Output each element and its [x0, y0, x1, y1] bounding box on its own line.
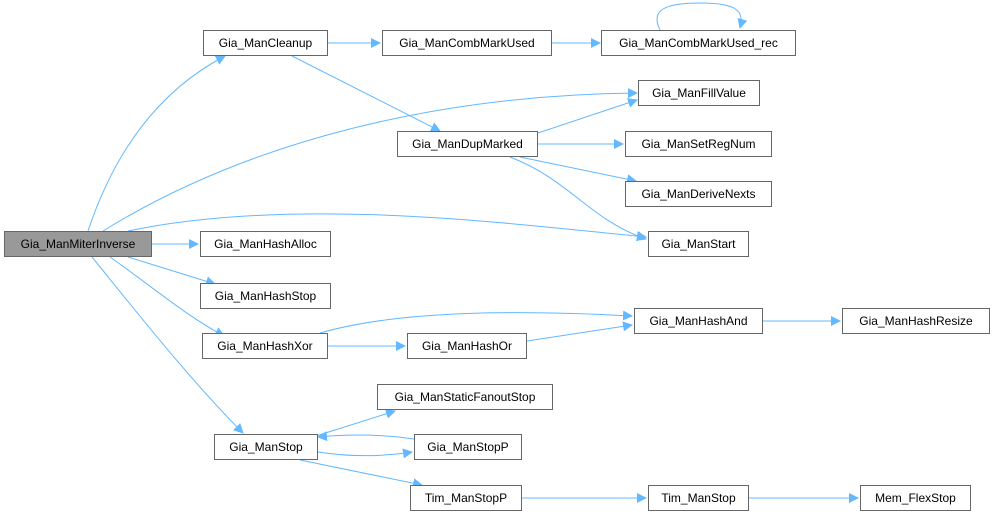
edge-rec-self [656, 2, 748, 31]
node-gia-mancombmarkused[interactable]: Gia_ManCombMarkUsed [382, 30, 552, 56]
edge-hashxor-hashand [319, 310, 633, 334]
node-tim-manstop[interactable]: Tim_ManStop [648, 485, 749, 511]
edge-dupmarked-fillvalue [537, 98, 638, 134]
edge-miter-fillvalue [102, 88, 638, 232]
edge-stopp-stop [317, 431, 415, 442]
node-gia-manhashxor[interactable]: Gia_ManHashXor [202, 333, 328, 359]
node-gia-manderivenexts[interactable]: Gia_ManDeriveNexts [625, 181, 772, 207]
edge-cleanup-dupmarked [291, 55, 441, 132]
edge-miter-hashxor [109, 256, 225, 337]
node-tim-manstopp[interactable]: Tim_ManStopP [410, 485, 522, 511]
node-gia-manstaticfanoutstop[interactable]: Gia_ManStaticFanoutStop [377, 384, 553, 410]
node-gia-mandupmarked[interactable]: Gia_ManDupMarked [397, 131, 538, 157]
node-gia-manhashor[interactable]: Gia_ManHashOr [407, 333, 527, 359]
edge-stop-timstopp [299, 459, 423, 489]
edge-stop-stopp [317, 448, 413, 459]
edge-hashor-hashand [526, 321, 633, 342]
edge-dupmarked-start [509, 156, 647, 241]
edge-miter-hashstop [127, 256, 216, 287]
edge-miter-cleanup [87, 55, 226, 232]
node-gia-mancombmarkused-rec[interactable]: Gia_ManCombMarkUsed_rec [601, 30, 796, 56]
edge-miter-stop [91, 256, 244, 434]
node-gia-manhashresize[interactable]: Gia_ManHashResize [842, 308, 990, 334]
edge-miter-start [127, 213, 647, 242]
edge-stop-staticfanout [315, 408, 396, 437]
node-gia-manhashstop[interactable]: Gia_ManHashStop [200, 283, 331, 309]
edge-dupmarked-derivenexts [519, 156, 637, 185]
node-gia-manhashand[interactable]: Gia_ManHashAnd [634, 308, 763, 334]
node-gia-mancleanup[interactable]: Gia_ManCleanup [203, 30, 328, 56]
node-gia-mansetregnum[interactable]: Gia_ManSetRegNum [625, 131, 772, 157]
node-mem-flexstop[interactable]: Mem_FlexStop [860, 485, 971, 511]
node-gia-manstart[interactable]: Gia_ManStart [648, 231, 749, 257]
node-gia-manstop[interactable]: Gia_ManStop [214, 434, 318, 460]
node-gia-manhashalloc[interactable]: Gia_ManHashAlloc [200, 231, 331, 257]
node-gia-manfillvalue[interactable]: Gia_ManFillValue [638, 80, 760, 106]
node-gia-manmiterinverse[interactable]: Gia_ManMiterInverse [4, 231, 152, 257]
node-gia-manstopp[interactable]: Gia_ManStopP [414, 434, 522, 460]
